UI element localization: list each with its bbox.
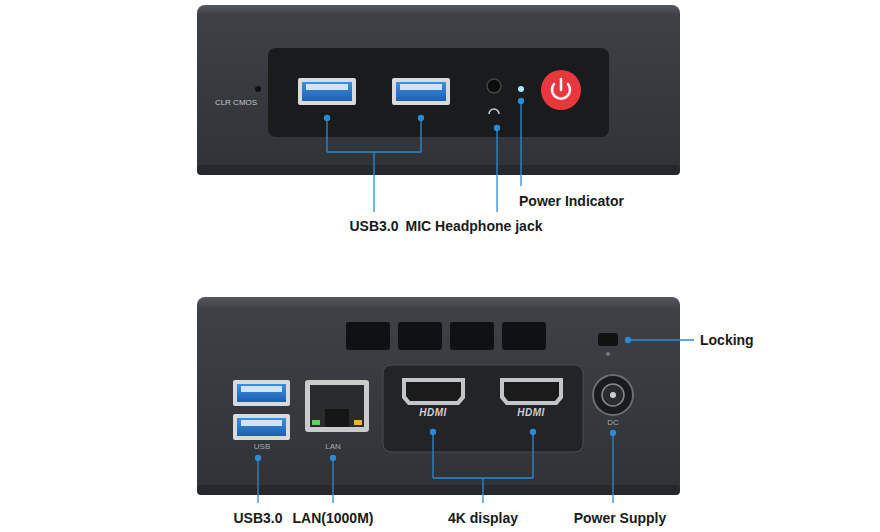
usb-port bbox=[298, 78, 356, 105]
callout-label: MIC Headphone jack bbox=[406, 218, 543, 234]
leader-lines bbox=[325, 99, 524, 213]
callout-label: USB3.0 bbox=[349, 218, 398, 234]
port-label: HDMI bbox=[419, 407, 447, 419]
port-label: CLR CMOS bbox=[215, 98, 257, 107]
rear-view bbox=[197, 297, 680, 495]
callout-label: Power Supply bbox=[574, 510, 667, 526]
port-label: USB bbox=[254, 442, 270, 451]
port-label: LAN bbox=[325, 442, 341, 451]
leader-lines bbox=[256, 338, 695, 504]
port-label: DC bbox=[607, 418, 619, 427]
front-view bbox=[197, 5, 680, 175]
callout-label: Power Indicator bbox=[519, 193, 624, 209]
usb-port bbox=[392, 78, 450, 105]
callout-label: LAN(1000M) bbox=[293, 510, 374, 526]
callout-label: Locking bbox=[700, 332, 754, 348]
callout-label: 4K display bbox=[448, 510, 518, 526]
callout-label: USB3.0 bbox=[233, 510, 282, 526]
port-label: HDMI bbox=[517, 407, 545, 419]
